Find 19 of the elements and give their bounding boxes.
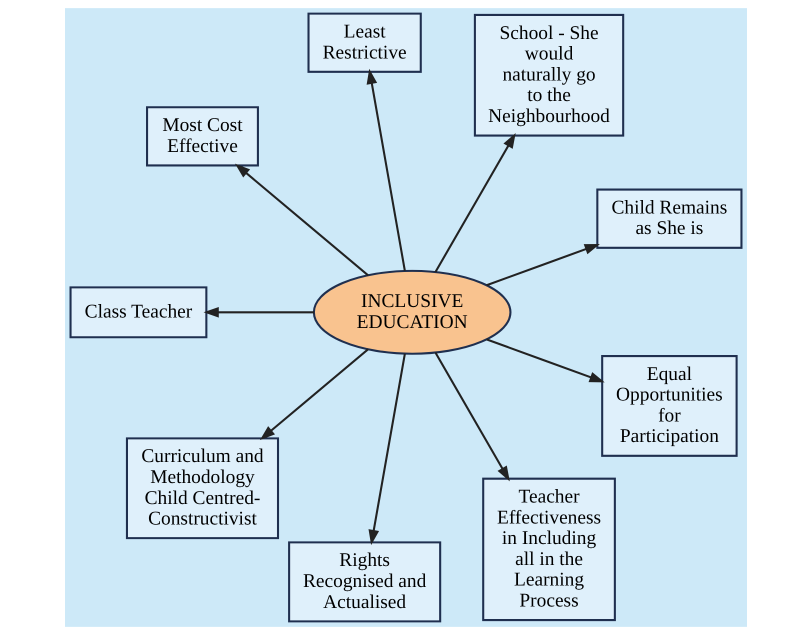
node-box: Teacher Effectiveness in Including all in the Learning Process — [482, 478, 616, 622]
node-box: Least Restrictive — [307, 12, 422, 73]
arrow — [486, 244, 600, 286]
arrow — [368, 354, 406, 546]
arrow — [434, 352, 510, 482]
node-box: Class Teacher — [70, 286, 208, 338]
arrow — [366, 68, 406, 271]
node-box: Curriculum and Methodology Child Centred-Constructivist — [126, 437, 280, 540]
node-box: Most Cost Effective — [146, 106, 259, 166]
node-ellipse: INCLUSIVE EDUCATION — [312, 270, 512, 355]
node-box: Child Remains as She is — [596, 188, 742, 249]
arrow — [260, 348, 369, 440]
node-box: Equal Opportunities for Participation — [601, 354, 738, 457]
arrow — [234, 164, 369, 276]
arrow — [204, 306, 314, 318]
arrow — [434, 133, 516, 273]
arrow — [486, 338, 605, 382]
node-box: Rights Recognised and Actualised — [288, 541, 442, 622]
node-box: School - She would naturally go to the Neighbourhood — [474, 14, 624, 137]
